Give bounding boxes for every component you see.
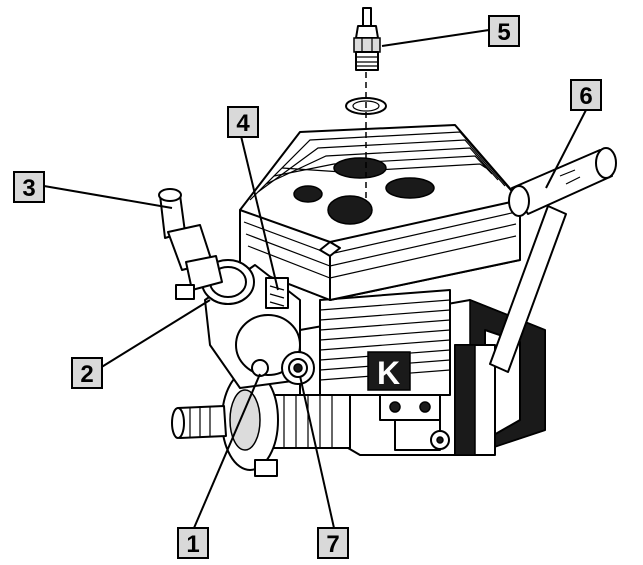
svg-text:2: 2 <box>80 361 93 388</box>
t-wrench <box>489 147 617 373</box>
cylinder-fins: K <box>319 289 451 396</box>
fuel-nipple <box>158 188 223 300</box>
callout-2: 2 <box>71 357 103 389</box>
callout-5: 5 <box>488 15 520 47</box>
rear-cover <box>171 369 351 477</box>
leader-5 <box>381 29 490 47</box>
svg-text:5: 5 <box>497 19 510 46</box>
svg-text:3: 3 <box>22 175 35 202</box>
leader-6 <box>545 109 587 189</box>
leader-3 <box>43 185 173 209</box>
leader-1 <box>193 373 261 529</box>
svg-text:4: 4 <box>236 110 250 137</box>
callout-1: 1 <box>177 527 209 559</box>
leader-2 <box>99 299 211 369</box>
leader-7 <box>299 375 335 529</box>
svg-text:1: 1 <box>186 531 199 558</box>
leader-lines <box>43 29 587 529</box>
cylinder-head <box>239 124 521 301</box>
callout-3: 3 <box>13 171 45 203</box>
leader-4 <box>240 135 279 291</box>
callout-6: 6 <box>570 79 602 111</box>
svg-text:6: 6 <box>579 83 592 110</box>
callout-4: 4 <box>227 106 259 138</box>
engine-illustration: K <box>158 7 617 477</box>
glow-plug <box>353 7 381 71</box>
callout-7: 7 <box>317 527 349 559</box>
svg-text:7: 7 <box>326 531 339 558</box>
brand-logo: K <box>377 355 400 391</box>
